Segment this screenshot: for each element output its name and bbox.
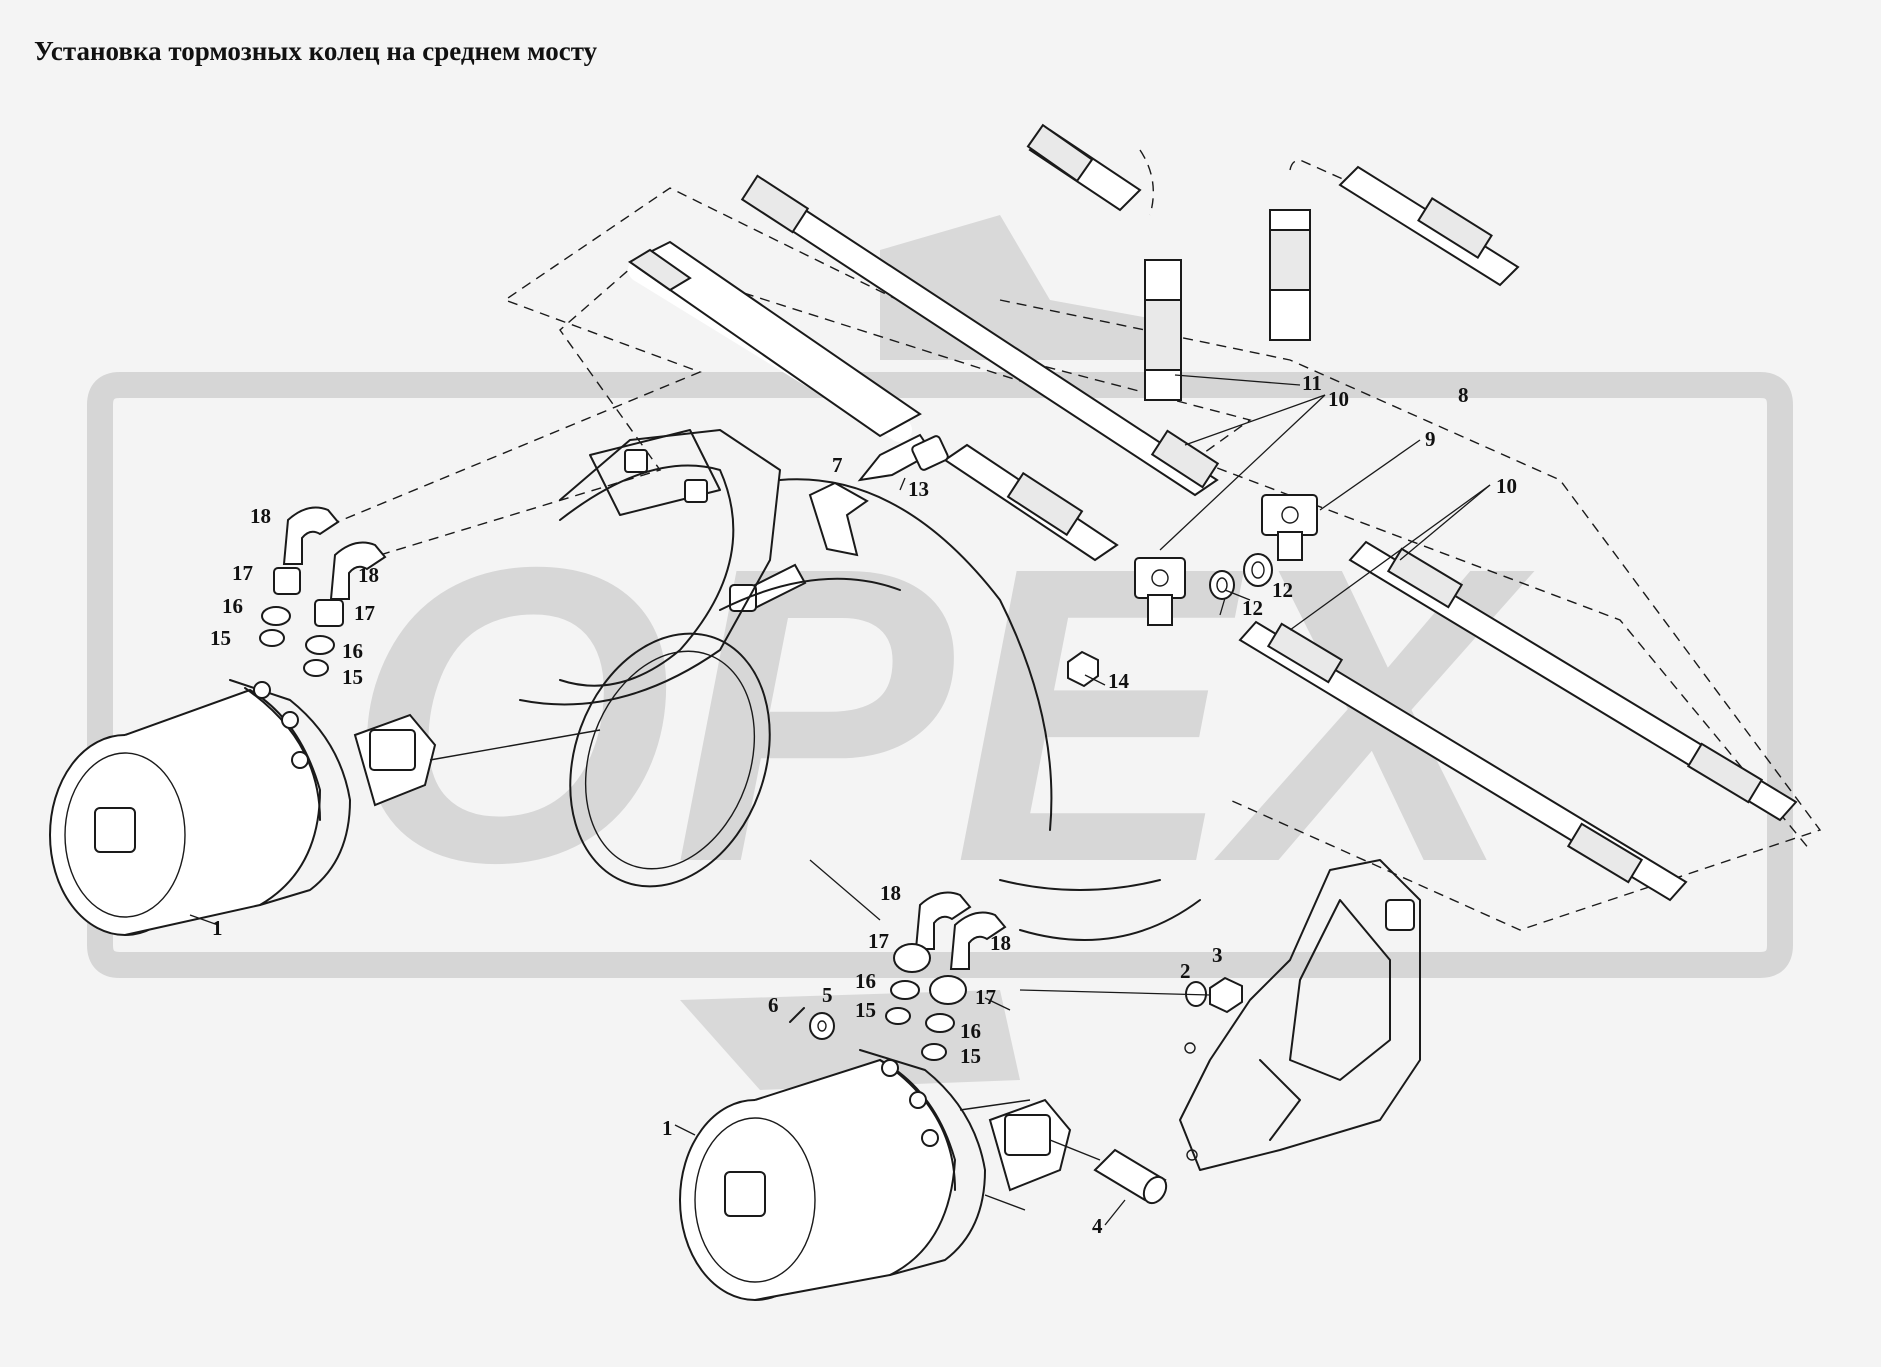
nut-3 [1209,976,1243,1014]
cotter-pin-6 [789,1007,805,1023]
callout-10: 10 [1496,474,1517,498]
mounting-bracket [1179,859,1421,1171]
callout-16: 16 [960,1019,981,1043]
brake-chamber-left [49,679,601,936]
callout-11: 11 [1302,371,1322,395]
callout-labels: 1 1 2 3 4 5 6 7 8 9 10 10 11 12 12 13 14… [210,371,1517,1238]
hose-right-upper [1348,540,1798,822]
brake-chamber-right [679,1049,1101,1301]
watermark-text: OPEX [346,481,1535,950]
callout-16: 16 [342,639,363,663]
callout-6: 6 [768,993,779,1017]
tee-connector-center [1134,557,1186,626]
callout-15: 15 [855,998,876,1022]
callout-14: 14 [1108,669,1130,693]
leader-lines [189,374,1491,1226]
callout-16: 16 [855,969,876,993]
washer-12b [1243,553,1273,587]
washer-12a [1209,570,1235,600]
callout-17: 17 [232,561,253,585]
callout-1: 1 [212,916,223,940]
callout-15: 15 [342,665,363,689]
callout-18: 18 [990,931,1011,955]
callout-1: 1 [662,1116,673,1140]
callout-18: 18 [880,881,901,905]
callout-13: 13 [908,477,929,501]
hose-middle-left [943,443,1119,562]
hose-left-upper [628,240,922,442]
hose-upper-diagonal [740,174,1220,497]
hose-top-right-stub [1338,165,1520,287]
page-title: Установка тормозных колец на среднем мос… [34,36,598,66]
washer-5 [809,1012,835,1040]
callout-15: 15 [210,626,231,650]
callout-5: 5 [822,983,833,1007]
hose-top-vertical [1144,259,1182,401]
callout-17: 17 [975,985,996,1009]
callout-17: 17 [868,929,889,953]
callout-17: 17 [354,601,375,625]
watermark: OPEX [87,215,1793,1090]
fitting-stack-left-b [303,541,387,677]
callout-9: 9 [1425,427,1436,451]
callout-2: 2 [1180,959,1191,983]
callout-10: 10 [1328,387,1349,411]
hose-top-left-stub [1026,123,1142,212]
fitting-stack-right-b [921,911,1007,1061]
hose-top-right-vertical [1269,209,1311,341]
axle-housing [519,429,1201,941]
hose-right-lower [1238,620,1688,902]
callout-8: 8 [1458,383,1469,407]
bolt-13 [857,433,949,482]
callout-18: 18 [250,504,271,528]
tee-connector-right [1261,494,1318,561]
callout-12: 12 [1272,578,1293,602]
callout-12: 12 [1242,596,1263,620]
fitting-stack-right-a [885,891,972,1025]
callout-15: 15 [960,1044,981,1068]
callout-16: 16 [222,594,243,618]
callout-4: 4 [1092,1214,1103,1238]
pin-4 [1093,1148,1168,1205]
callout-3: 3 [1212,943,1223,967]
bolt-lower [729,563,807,612]
fitting-stack-left-a [259,506,340,647]
callout-18: 18 [358,563,379,587]
callout-7: 7 [832,453,843,477]
